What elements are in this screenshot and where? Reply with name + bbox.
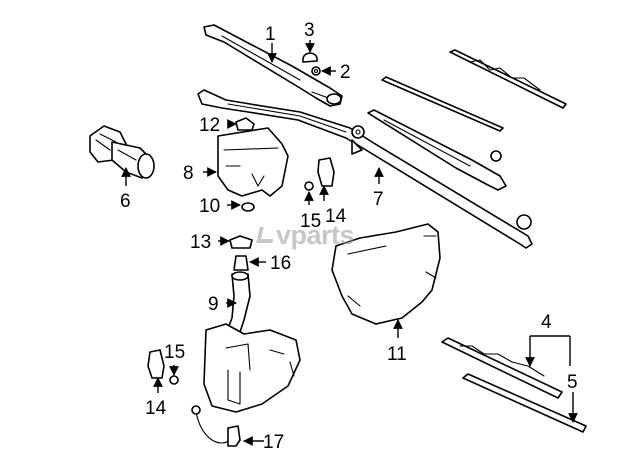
callout-15-upper: 15 (300, 211, 321, 232)
wiper-blade-lower (441, 337, 587, 433)
callout-8: 8 (183, 163, 194, 184)
wiper-arm-left (203, 24, 343, 107)
washer-pump-upper (304, 157, 335, 191)
level-sensor (191, 405, 241, 447)
callout-7: 7 (373, 189, 384, 210)
callout-1: 1 (265, 24, 276, 45)
callout-16: 16 (270, 253, 291, 274)
wiper-arm-right (367, 109, 507, 191)
callout-14-upper: 14 (325, 206, 347, 227)
callout-10: 10 (199, 196, 220, 217)
wiper-blade-upper (381, 49, 567, 132)
washer-reservoir-lower (203, 323, 301, 413)
reservoir-cap (235, 117, 255, 131)
callout-13: 13 (190, 232, 211, 253)
watermark-text: vparts (276, 219, 355, 250)
callout-14-lower: 14 (145, 398, 167, 419)
callout-15-lower: 15 (164, 342, 185, 363)
callout-2: 2 (340, 62, 351, 83)
filler-strainer (233, 255, 249, 271)
callout-9: 9 (208, 294, 219, 315)
filler-cap (229, 235, 253, 249)
watermark-mark-icon (256, 227, 276, 243)
arm-cap (302, 52, 318, 63)
callout-3: 3 (304, 20, 315, 41)
arm-nut (311, 66, 321, 76)
callout-labels: 1 2 3 4 5 6 7 8 9 10 11 12 13 14 14 15 1… (120, 20, 578, 453)
callout-11: 11 (387, 344, 407, 365)
callout-12: 12 (199, 115, 220, 136)
callout-5: 5 (567, 372, 578, 393)
wiper-linkage (197, 89, 533, 249)
washer-pump-lower (147, 349, 179, 385)
leader-lines (121, 40, 578, 446)
watermark-logo: vparts (256, 219, 355, 250)
callout-17: 17 (263, 432, 284, 453)
callout-4: 4 (541, 312, 552, 333)
grommet (241, 202, 255, 212)
reservoir-shield (331, 223, 441, 325)
wiper-motor (89, 125, 155, 179)
callout-6: 6 (120, 191, 131, 212)
washer-reservoir-upper (217, 127, 289, 197)
